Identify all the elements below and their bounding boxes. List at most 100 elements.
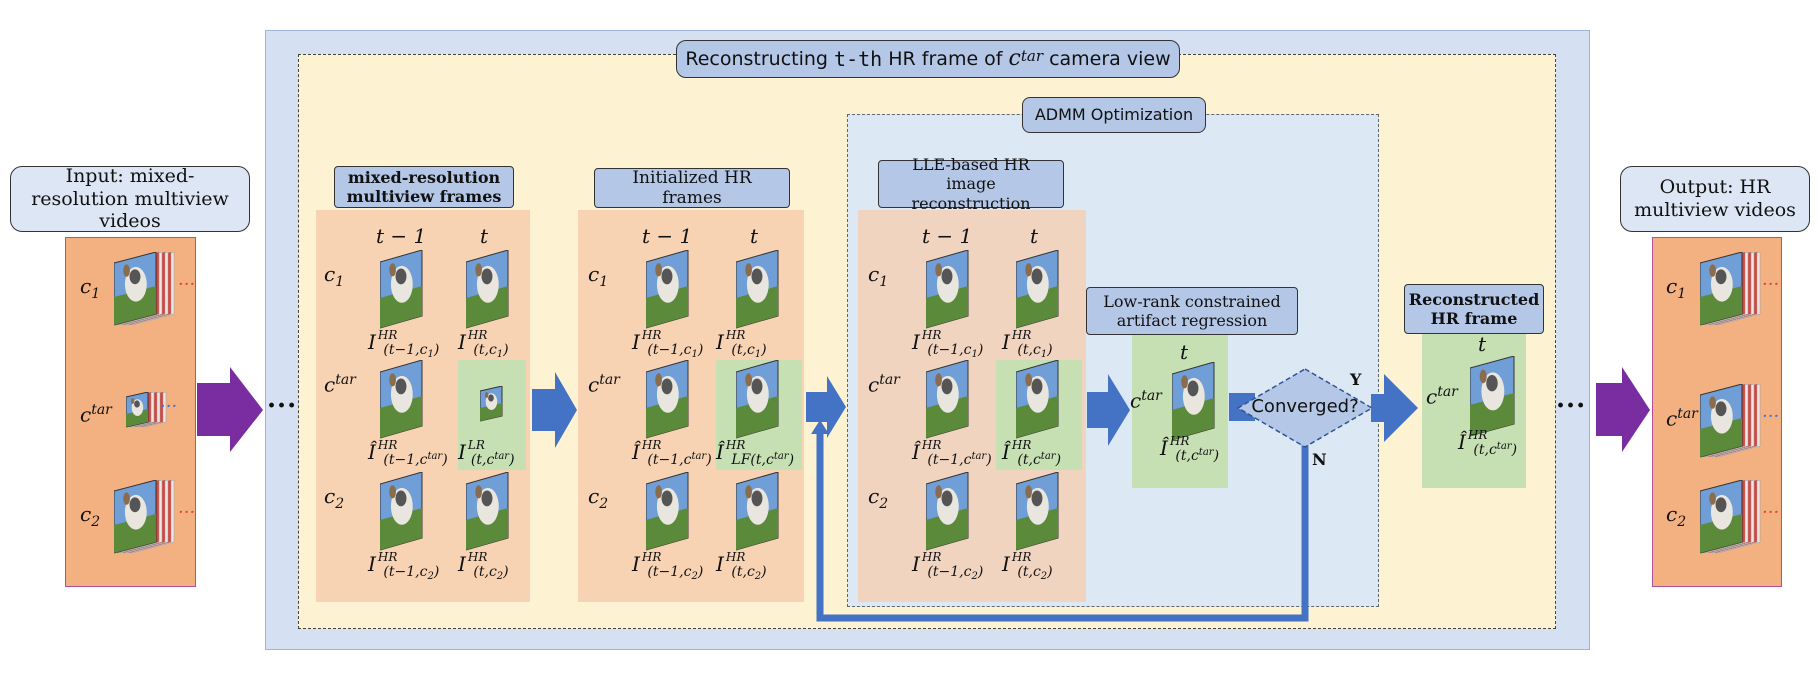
arrow-yes bbox=[1371, 374, 1418, 442]
stage4-frame bbox=[1171, 361, 1234, 448]
decision-yes-label: Y bbox=[1350, 370, 1362, 389]
stage1-title: mixed-resolution multiview frames bbox=[334, 166, 514, 208]
feedback-arrowhead bbox=[811, 420, 829, 434]
decision-diamond bbox=[1236, 368, 1374, 448]
input-video-1 bbox=[125, 391, 168, 435]
stage4-col-header: t bbox=[1180, 340, 1189, 364]
stage3-frame-r0-c1 bbox=[1015, 249, 1078, 336]
stage3-frame-r1-c0 bbox=[925, 359, 988, 446]
output-view-label-2: c2 bbox=[1666, 502, 1687, 530]
stage3-frame-r2-c1 bbox=[1015, 471, 1078, 558]
stage1-col-header-1: t bbox=[480, 224, 489, 248]
output-video-1 bbox=[1699, 383, 1762, 465]
stage2-frame-r1-c1 bbox=[735, 359, 798, 446]
stage2-title: Initialized HR frames bbox=[594, 168, 790, 208]
stage1-frame-r1-c1 bbox=[479, 385, 522, 429]
stage1-col-header-0: t − 1 bbox=[376, 224, 427, 248]
input-view-label-2: c2 bbox=[80, 502, 101, 530]
stage4-title: Low-rank constrained artifact regression bbox=[1086, 287, 1298, 335]
stage5-row-label: ctar bbox=[1426, 384, 1458, 409]
stage3-frame-r2-c0 bbox=[925, 471, 988, 558]
stage3-row-label-1: ctar bbox=[868, 372, 900, 397]
decision-text: Converged? bbox=[1251, 396, 1359, 417]
stage1-frame-r0-c1 bbox=[465, 249, 528, 336]
input-title: Input: mixed-resolution multiview videos bbox=[10, 165, 250, 232]
output-title: Output: HR multiview videos bbox=[1620, 166, 1810, 232]
stage2-frame-r2-c1 bbox=[735, 471, 798, 558]
input-video-0 bbox=[113, 251, 176, 333]
stage2-col-header-1: t bbox=[750, 224, 759, 248]
input-video-dots-1: ··· bbox=[160, 396, 178, 417]
input-view-label-1: ctar bbox=[80, 402, 112, 427]
stage1-frame-r1-c0 bbox=[379, 359, 442, 446]
stage1-frame-r2-c0 bbox=[379, 471, 442, 558]
stage1-row-label-1: ctar bbox=[324, 372, 356, 397]
stage3-frame-r0-c0 bbox=[925, 249, 988, 336]
arrow-stage1-stage2 bbox=[532, 372, 577, 448]
stage3-row-label-2: c2 bbox=[868, 484, 889, 512]
stage1-row-label-0: c1 bbox=[324, 262, 345, 290]
arrow-stage2-stage3 bbox=[806, 376, 846, 438]
stage2-row-label-2: c2 bbox=[588, 484, 609, 512]
stage1-frame-r2-c1 bbox=[465, 471, 528, 558]
admm-title: ADMM Optimization bbox=[1022, 97, 1206, 133]
stage1-frame-r0-c0 bbox=[379, 249, 442, 336]
stage1-row-label-2: c2 bbox=[324, 484, 345, 512]
output-video-dots-0: ··· bbox=[1762, 274, 1780, 295]
arrow-stage3-stage4 bbox=[1087, 374, 1130, 446]
stage5-title: Reconstructed HR frame bbox=[1404, 284, 1544, 334]
stage3-col-header-0: t − 1 bbox=[922, 224, 973, 248]
stage5-frame bbox=[1469, 355, 1534, 444]
stage2-row-label-0: c1 bbox=[588, 262, 609, 290]
input-video-dots-0: ··· bbox=[178, 274, 196, 295]
input-view-label-0: c1 bbox=[80, 274, 101, 302]
stage2-frame-r2-c0 bbox=[645, 471, 708, 558]
output-video-dots-1: ··· bbox=[1762, 406, 1780, 427]
output-video-dots-2: ··· bbox=[1762, 502, 1780, 523]
stage3-col-header-1: t bbox=[1030, 224, 1039, 248]
input-video-dots-2: ··· bbox=[178, 502, 196, 523]
decision-no-label: N bbox=[1312, 450, 1327, 469]
stage5-col-header: t bbox=[1478, 332, 1487, 356]
ellipsis-right: ··· bbox=[1556, 391, 1587, 421]
stage2-frame-r0-c0 bbox=[645, 249, 708, 336]
stage2-col-header-0: t − 1 bbox=[642, 224, 693, 248]
ellipsis-left: ··· bbox=[267, 391, 298, 421]
feedback-loop bbox=[816, 432, 1309, 622]
output-view-label-1: ctar bbox=[1666, 406, 1698, 431]
input-video-2 bbox=[113, 479, 176, 561]
output-arrow bbox=[1596, 367, 1650, 452]
stage3-row-label-0: c1 bbox=[868, 262, 889, 290]
stage3-title: LLE-based HR image reconstruction bbox=[878, 155, 1064, 213]
main-title-t: t-th bbox=[834, 47, 883, 71]
stage2-frame-r1-c0 bbox=[645, 359, 708, 446]
stage3-frame-r1-c1 bbox=[1015, 359, 1078, 446]
stage2-row-label-1: ctar bbox=[588, 372, 620, 397]
output-video-2 bbox=[1699, 479, 1762, 561]
stage2-frame-r0-c1 bbox=[735, 249, 798, 336]
output-video-0 bbox=[1699, 251, 1762, 333]
